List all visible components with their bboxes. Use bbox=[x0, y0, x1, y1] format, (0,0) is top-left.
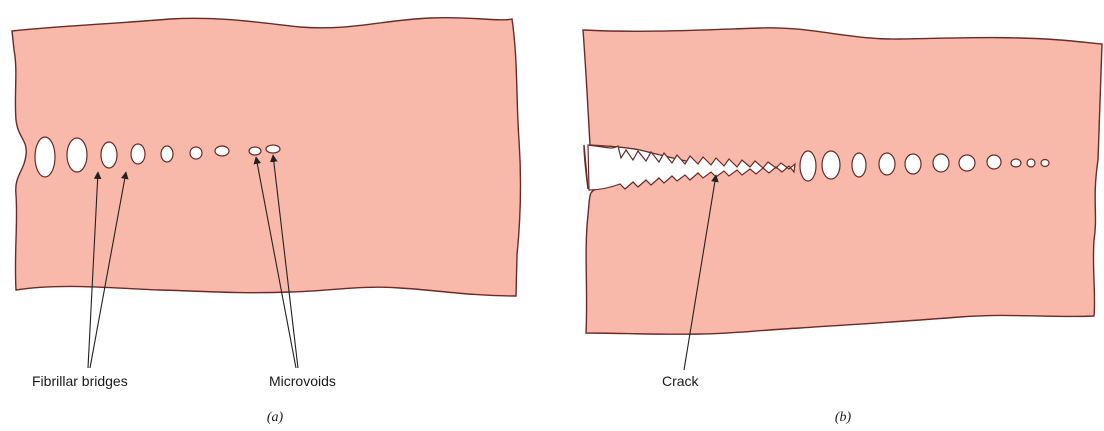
void bbox=[67, 138, 87, 172]
microvoids-label: Microvoids bbox=[269, 373, 336, 389]
void bbox=[933, 154, 949, 172]
void bbox=[249, 147, 261, 155]
void bbox=[879, 153, 895, 175]
void bbox=[1027, 159, 1035, 167]
panel-b: Crack (b) bbox=[583, 28, 1102, 425]
void bbox=[101, 142, 117, 168]
void bbox=[822, 151, 840, 179]
polymer-slab-b bbox=[583, 28, 1102, 334]
void bbox=[852, 153, 866, 177]
void bbox=[905, 154, 921, 174]
void bbox=[35, 137, 55, 177]
fibrillar-bridges-label: Fibrillar bridges bbox=[32, 373, 128, 389]
panel-a: Fibrillar bridges Microvoids (a) bbox=[12, 18, 520, 425]
panel-b-caption: (b) bbox=[835, 410, 852, 425]
polymer-slab-a bbox=[12, 18, 520, 296]
void bbox=[959, 155, 975, 171]
void bbox=[1011, 159, 1021, 167]
panel-a-caption: (a) bbox=[267, 410, 284, 425]
void bbox=[215, 146, 229, 156]
void bbox=[800, 151, 816, 181]
void bbox=[987, 155, 1001, 169]
crack-label: Crack bbox=[662, 373, 700, 389]
void bbox=[131, 144, 145, 164]
void bbox=[161, 146, 173, 162]
void bbox=[1041, 160, 1049, 167]
void bbox=[190, 147, 202, 159]
void bbox=[266, 145, 280, 153]
